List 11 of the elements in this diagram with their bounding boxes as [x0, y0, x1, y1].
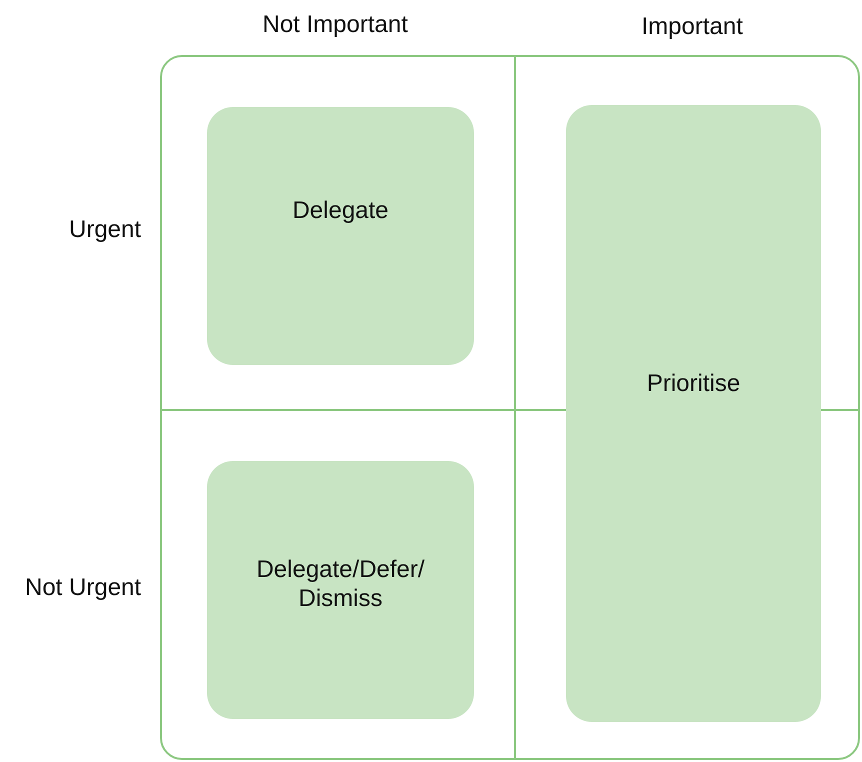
matrix-frame — [160, 55, 860, 760]
quadrant-action-text: Delegate — [292, 197, 389, 226]
row-header: Not Urgent — [25, 574, 142, 602]
quadrant-box — [207, 107, 474, 365]
quadrant-action-text: Prioritise — [646, 370, 740, 399]
column-header: Important — [642, 13, 743, 41]
quadrant-action-text: Delegate/Defer/ Dismiss — [255, 556, 426, 614]
row-header: Urgent — [69, 216, 142, 244]
quadrant-box — [566, 105, 821, 722]
column-header: Not Important — [262, 11, 408, 39]
quadrant-box — [207, 461, 474, 719]
